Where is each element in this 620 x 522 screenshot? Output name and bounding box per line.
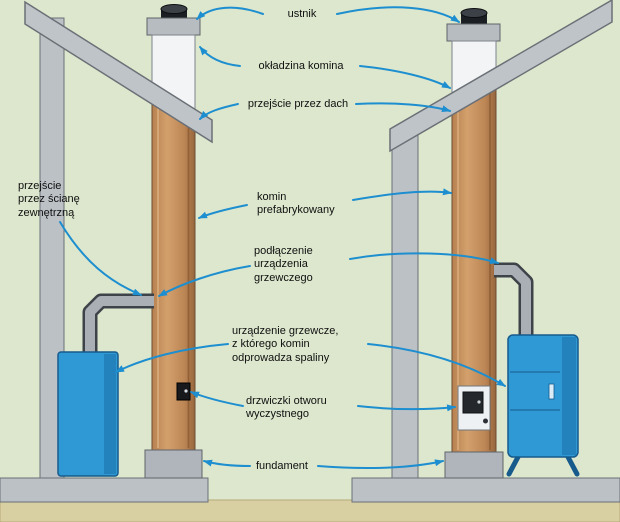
arrow-foundation-right xyxy=(317,459,444,470)
label-foundation: fundament xyxy=(256,460,308,472)
arrow-foundation-left xyxy=(203,459,251,467)
arrow-device-left xyxy=(115,343,229,373)
arrow-outlet-left xyxy=(196,6,264,20)
left-floor-slab xyxy=(0,477,209,503)
label-outlet: ustnik xyxy=(287,8,317,20)
arrow-chimney-left xyxy=(198,204,248,219)
arrow-roofpass-left xyxy=(199,103,239,120)
stove-leg-left xyxy=(506,454,521,477)
right-chimney xyxy=(444,8,504,479)
label-cleanout-door: drzwiczki otworu wyczystnego xyxy=(246,395,327,421)
arrow-cladding-right xyxy=(359,65,451,89)
right-floor-slab xyxy=(351,477,620,503)
stove-handle xyxy=(548,383,555,400)
label-cladding: okładzina komina xyxy=(258,60,344,72)
left-chimney-outlet-top xyxy=(160,4,188,14)
ground-strip xyxy=(0,499,620,522)
arrow-roofpass-right xyxy=(355,102,451,113)
label-wall-passage: przejście przez ścianę zewnętrzną xyxy=(18,180,80,219)
stove-shading xyxy=(562,337,576,455)
boiler-flue-pipe xyxy=(82,293,154,358)
left-chimney-cap xyxy=(146,17,201,36)
right-foundation xyxy=(444,451,504,479)
right-interior-wall xyxy=(391,131,419,479)
arrow-chimney-right xyxy=(352,188,452,201)
right-chimney-outlet-top xyxy=(460,8,488,18)
right-building xyxy=(389,0,613,479)
arrow-connection-left xyxy=(158,265,251,297)
heating-boiler xyxy=(57,351,119,477)
label-heating-device: urządzenie grzewcze, z którego komin odp… xyxy=(232,325,339,364)
left-foundation xyxy=(144,449,203,479)
left-building xyxy=(24,0,213,479)
right-chimney-cap xyxy=(446,23,501,42)
arrow-door-right xyxy=(357,404,456,412)
boiler-shading xyxy=(104,354,116,474)
right-cleanout-hinge xyxy=(477,400,481,404)
heating-stove xyxy=(506,334,580,477)
boiler-body xyxy=(57,351,119,477)
arrow-door-left xyxy=(190,391,244,407)
label-device-connection: podłączenie urządzenia grzewczego xyxy=(254,245,313,284)
stove-leg-right xyxy=(565,454,580,477)
arrow-device-right xyxy=(367,343,506,387)
left-roof xyxy=(24,0,213,144)
left-cleanout-knob xyxy=(184,389,188,393)
left-cleanout-door xyxy=(176,382,191,401)
right-cleanout-door xyxy=(462,391,484,414)
label-roof-passage: przejście przez dach xyxy=(247,98,349,110)
stove-body xyxy=(507,334,579,458)
stove-flue-pipe xyxy=(494,262,534,340)
left-chimney xyxy=(144,4,203,479)
right-roof xyxy=(389,0,613,153)
arrow-connection-right xyxy=(349,252,499,265)
arrow-outlet-right xyxy=(336,6,460,23)
label-prefab-chimney: komin prefabrykowany xyxy=(257,191,335,217)
arrow-wallpass xyxy=(59,221,142,296)
callout-arrows xyxy=(59,6,506,470)
arrow-cladding-left xyxy=(199,46,241,67)
right-cleanout-knob xyxy=(483,418,488,424)
